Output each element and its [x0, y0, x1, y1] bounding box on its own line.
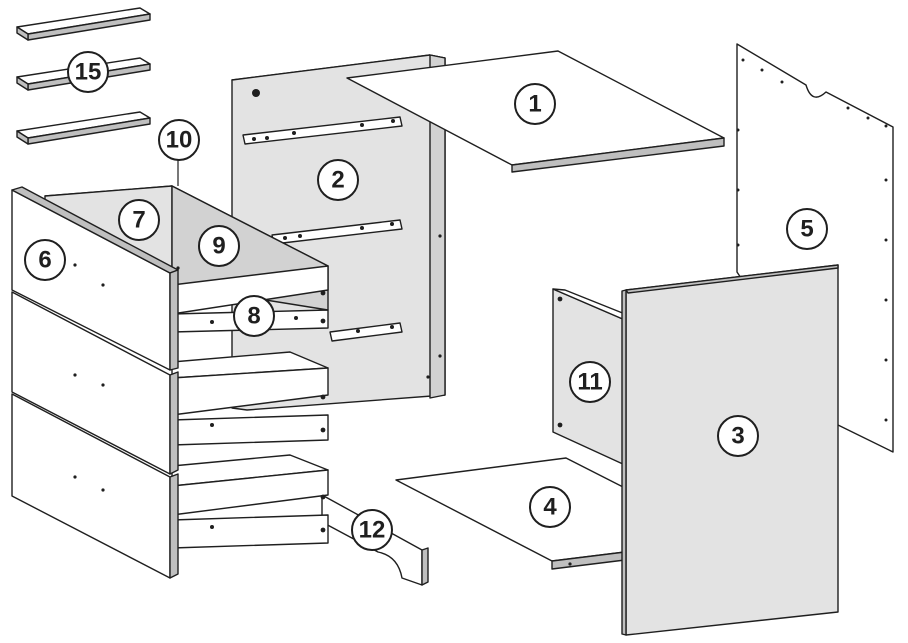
callout-1-text: 1 — [528, 91, 541, 118]
callout-3: 3 — [717, 415, 759, 457]
runner-bottom — [329, 322, 403, 342]
callout-7-text: 7 — [132, 207, 145, 234]
runner-top — [242, 116, 403, 145]
callout-9: 9 — [198, 225, 240, 267]
drawer-front-bottom — [11, 393, 179, 579]
callout-4-text: 4 — [543, 494, 557, 521]
callout-15-text: 15 — [75, 59, 102, 86]
drawer-front-top — [11, 186, 179, 371]
callout-2: 2 — [317, 159, 359, 201]
callout-12: 12 — [351, 509, 393, 551]
slat-bottom — [16, 111, 151, 145]
callout-1: 1 — [514, 83, 556, 125]
callout-5-text: 5 — [800, 216, 813, 243]
drawer-stack — [11, 185, 329, 579]
callout-9-text: 9 — [212, 233, 225, 260]
callout-7: 7 — [118, 199, 160, 241]
callout-8: 8 — [233, 295, 275, 337]
drawer-front-middle — [11, 291, 179, 475]
callout-11-text: 11 — [577, 369, 602, 396]
callout-6: 6 — [24, 239, 66, 281]
bottom-panel-4 — [395, 457, 626, 570]
callout-11: 11 — [569, 361, 611, 403]
callout-10-text: 10 — [166, 127, 193, 154]
callout-12-text: 12 — [359, 517, 386, 544]
drawer-box-bottom — [171, 454, 329, 549]
callout-8-text: 8 — [247, 303, 260, 330]
callout-15: 15 — [67, 51, 109, 93]
slat-top — [16, 7, 151, 41]
callout-3-text: 3 — [731, 423, 744, 450]
callout-2-text: 2 — [331, 167, 344, 194]
callout-10: 10 — [158, 119, 200, 161]
drawer-box-middle — [171, 351, 329, 446]
callout-5: 5 — [786, 208, 828, 250]
callout-6-text: 6 — [38, 247, 51, 274]
callout-4: 4 — [529, 486, 571, 528]
